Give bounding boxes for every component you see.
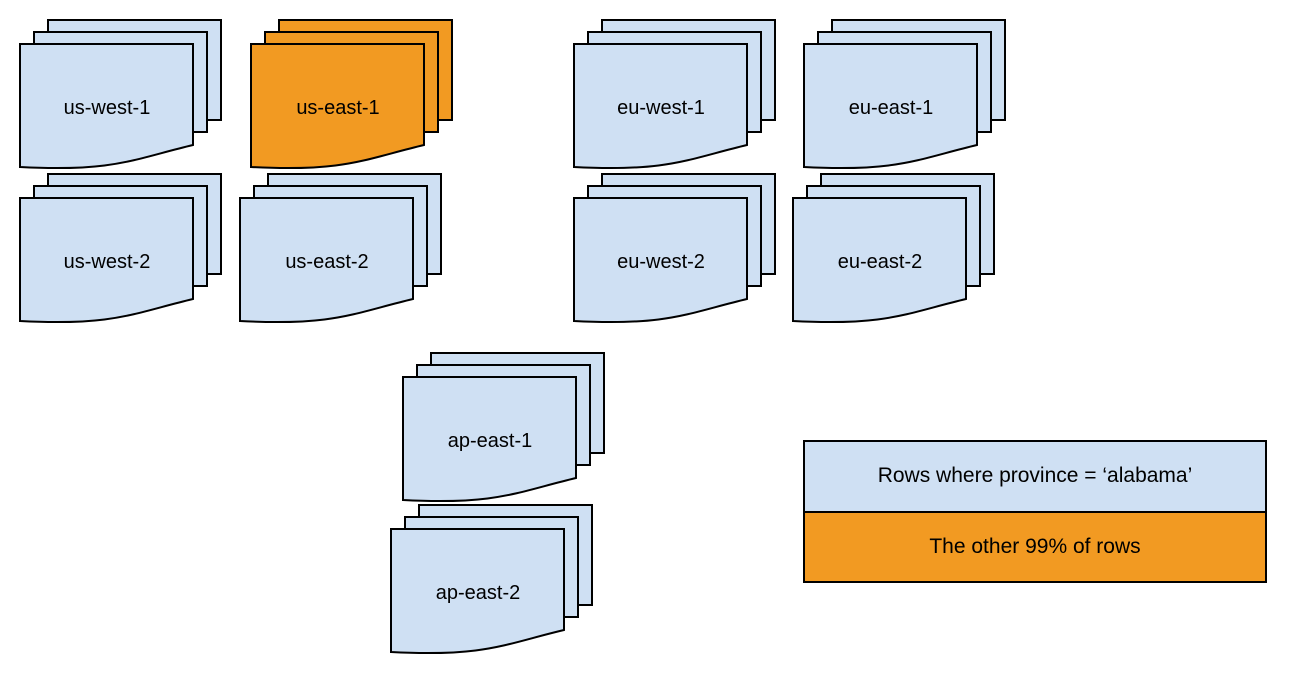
region-label: eu-east-2 bbox=[838, 251, 923, 273]
front-page bbox=[250, 43, 425, 170]
front-page bbox=[792, 197, 967, 324]
region-label: ap-east-1 bbox=[448, 430, 533, 452]
document-stack-eu-west-1: eu-west-1 bbox=[573, 19, 776, 171]
document-stack-us-west-1: us-west-1 bbox=[19, 19, 222, 171]
document-stack-eu-west-2: eu-west-2 bbox=[573, 173, 776, 325]
front-page bbox=[239, 197, 414, 324]
document-stack-shape: ap-east-2 bbox=[390, 504, 593, 655]
document-stack-us-west-2: us-west-2 bbox=[19, 173, 222, 325]
document-stack-eu-east-2: eu-east-2 bbox=[792, 173, 995, 325]
legend-item-other-rows: The other 99% of rows bbox=[805, 512, 1265, 581]
document-stack-shape: us-east-1 bbox=[250, 19, 453, 170]
region-label: eu-east-1 bbox=[849, 97, 934, 119]
document-stack-shape: us-west-2 bbox=[19, 173, 222, 324]
legend: Rows where province = ‘alabama’ The othe… bbox=[803, 440, 1267, 583]
front-page bbox=[573, 197, 748, 324]
region-label: eu-west-2 bbox=[617, 251, 705, 273]
document-stack-shape: eu-west-2 bbox=[573, 173, 776, 324]
front-page bbox=[390, 528, 565, 655]
legend-item-alabama-rows: Rows where province = ‘alabama’ bbox=[805, 442, 1265, 513]
document-stack-ap-east-1: ap-east-1 bbox=[402, 352, 605, 504]
region-label: eu-west-1 bbox=[617, 97, 705, 119]
document-stack-us-east-1: us-east-1 bbox=[250, 19, 453, 171]
document-stack-eu-east-1: eu-east-1 bbox=[803, 19, 1006, 171]
front-page bbox=[19, 43, 194, 170]
legend-item-alabama-rows-label: Rows where province = ‘alabama’ bbox=[877, 464, 1193, 488]
document-stack-shape: us-east-2 bbox=[239, 173, 442, 324]
front-page bbox=[573, 43, 748, 170]
front-page bbox=[19, 197, 194, 324]
front-page bbox=[402, 376, 577, 503]
document-stack-us-east-2: us-east-2 bbox=[239, 173, 442, 325]
document-stack-shape: eu-west-1 bbox=[573, 19, 776, 170]
region-label: us-east-2 bbox=[285, 251, 368, 273]
document-stack-shape: eu-east-2 bbox=[792, 173, 995, 324]
document-stack-shape: eu-east-1 bbox=[803, 19, 1006, 170]
document-stack-ap-east-2: ap-east-2 bbox=[390, 504, 593, 656]
document-stack-shape: ap-east-1 bbox=[402, 352, 605, 503]
legend-item-other-rows-label: The other 99% of rows bbox=[929, 534, 1141, 558]
region-label: us-west-2 bbox=[64, 251, 151, 273]
region-label: ap-east-2 bbox=[436, 582, 521, 604]
document-stack-shape: us-west-1 bbox=[19, 19, 222, 170]
region-label: us-west-1 bbox=[64, 97, 151, 119]
front-page bbox=[803, 43, 978, 170]
region-label: us-east-1 bbox=[296, 97, 379, 119]
